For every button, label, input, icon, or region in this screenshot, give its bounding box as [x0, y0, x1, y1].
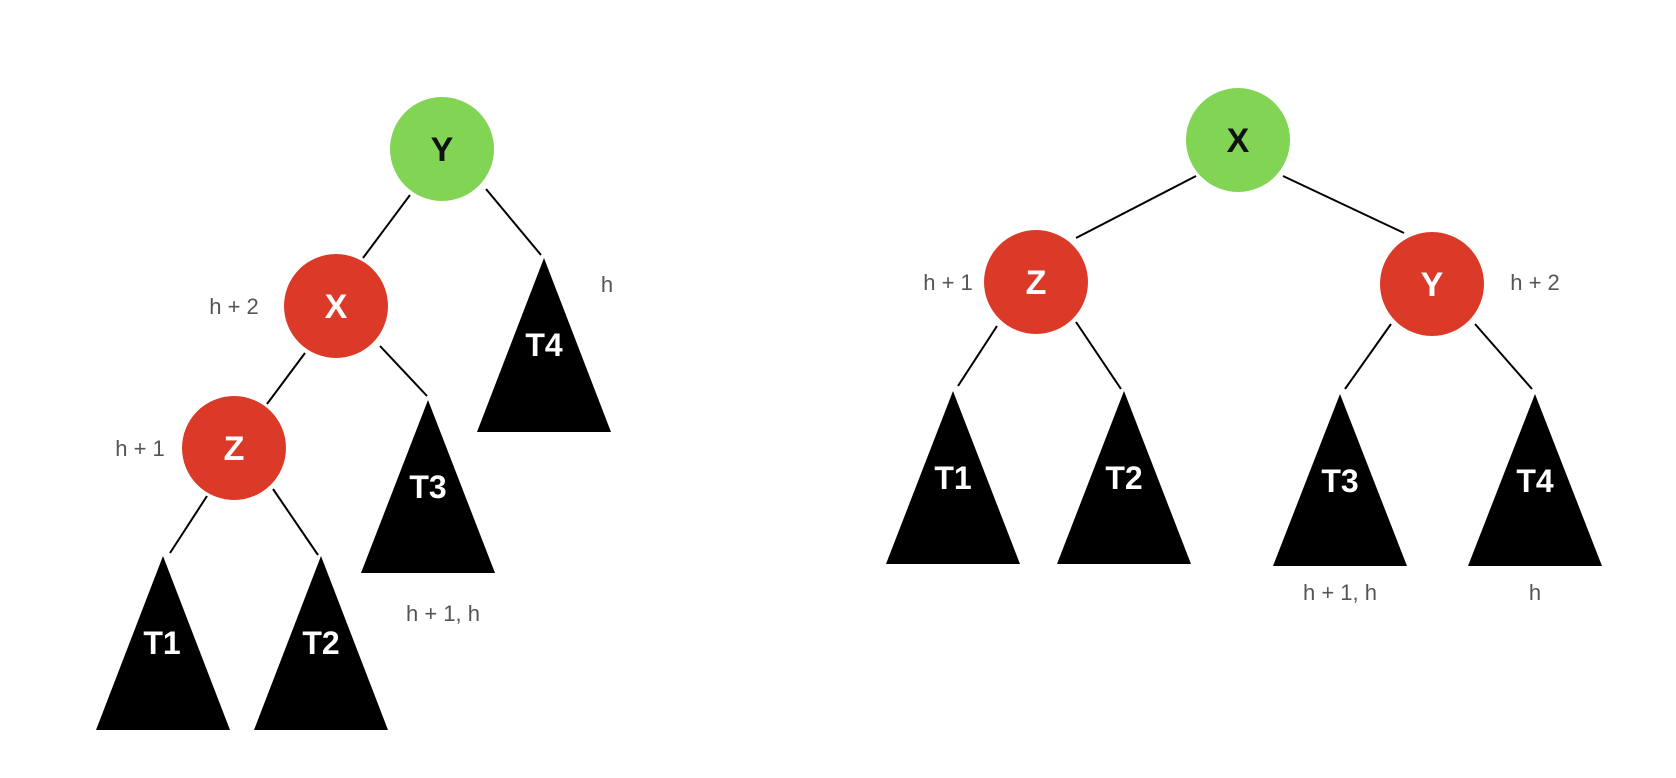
node-x	[284, 254, 388, 358]
subtree-t4-label: T4	[1516, 463, 1554, 499]
subtree-t1	[96, 556, 230, 730]
node-z	[984, 230, 1088, 334]
subtree-t4	[1468, 394, 1602, 566]
subtree-t2-label: T2	[1105, 460, 1142, 496]
edge-x-y	[1282, 175, 1405, 234]
subtree-t1-label: T1	[143, 625, 180, 661]
subtree-t3	[1273, 394, 1407, 566]
subtree-t4	[477, 258, 611, 432]
height-label-y: h + 2	[1510, 270, 1560, 295]
edge-x-z	[266, 352, 306, 405]
node-z	[182, 396, 286, 500]
before-tree: T4 T3 T1 T2 Y X Z h + 2 h + 1 h h + 1, h	[96, 97, 613, 730]
height-label-t3: h + 1, h	[1303, 580, 1377, 605]
subtree-t1	[886, 391, 1020, 564]
height-label-z: h + 1	[115, 436, 165, 461]
subtree-t3-label: T3	[1321, 463, 1358, 499]
subtree-t3-label: T3	[409, 469, 446, 505]
node-y-label: Y	[1421, 266, 1444, 304]
after-tree: T1 T2 T3 T4 X Z Y h + 1 h + 2 h + 1, h h	[886, 88, 1602, 605]
edge-y-x	[362, 194, 411, 259]
node-y	[390, 97, 494, 201]
subtree-t1-label: T1	[934, 460, 971, 496]
node-z-label: Z	[1026, 264, 1047, 302]
edge-y-t3	[1344, 323, 1392, 390]
edge-z-t2	[272, 488, 319, 556]
node-y-label: Y	[431, 131, 454, 169]
node-x-label: X	[1227, 122, 1250, 160]
height-label-t3: h + 1, h	[406, 601, 480, 626]
edge-x-t3	[379, 345, 428, 397]
edge-x-z	[1075, 175, 1197, 239]
height-label-z: h + 1	[923, 270, 973, 295]
subtree-t4-label: T4	[525, 327, 563, 363]
node-x-label: X	[325, 288, 348, 326]
height-label-t4: h	[1529, 580, 1541, 605]
edge-y-t4	[1474, 323, 1533, 390]
subtree-t2	[254, 556, 388, 730]
subtree-t3	[361, 400, 495, 573]
subtree-t2-label: T2	[302, 625, 339, 661]
height-label-t4: h	[601, 272, 613, 297]
edge-z-t2	[1075, 321, 1122, 390]
node-z-label: Z	[224, 430, 245, 468]
height-label-x: h + 2	[209, 294, 259, 319]
edge-z-t1	[957, 325, 998, 387]
node-x	[1186, 88, 1290, 192]
edge-y-t4	[485, 188, 542, 256]
edge-z-t1	[169, 495, 208, 554]
node-y	[1380, 232, 1484, 336]
subtree-t2	[1057, 391, 1191, 564]
